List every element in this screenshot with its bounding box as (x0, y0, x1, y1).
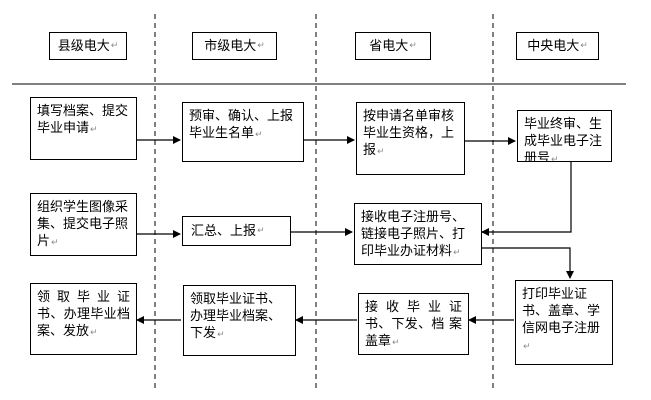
step-central-register: 毕业终审、生成毕业电子注册号↵ (517, 110, 612, 162)
step-city-summary: 汇总、上报↵ (182, 216, 291, 246)
header-county-label: 县级电大 (57, 38, 110, 54)
header-central-label: 中央电大 (527, 38, 580, 54)
header-province-label: 省电大 (369, 38, 409, 54)
step-city-review: 预审、确认、上报毕业生名单↵ (182, 102, 304, 162)
header-county: 县级电大↵ (49, 32, 127, 60)
step-county-receive: 领 取 毕 业 证 书、办理毕业档案、发放↵ (30, 283, 137, 355)
header-city-label: 市级电大 (204, 38, 257, 54)
header-province: 省电大↵ (355, 32, 431, 60)
step-city-receive: 领取毕业证书、办理毕业档案、下发↵ (183, 285, 296, 356)
step-central-print: 打印毕业证书、盖章、学信网电子注册↵ (515, 280, 613, 365)
arrow-central-to-province-receive (481, 162, 572, 236)
step-province-receive-cert: 接 收 毕 业 证 书、下发、档 案盖章↵ (358, 293, 469, 355)
header-central: 中央电大↵ (516, 32, 599, 60)
step-province-review: 按申请名单审核毕业生资格，上报↵ (356, 102, 465, 175)
step-county-apply: 填写档案、提交毕业申请↵ (30, 97, 137, 160)
header-city: 市级电大↵ (192, 32, 277, 60)
step-province-receive-number: 接收电子注册号、链接电子照片、打印毕业办证材料↵ (354, 203, 482, 265)
arrow-province-to-central-print (482, 247, 574, 279)
step-county-photo: 组织学生图像采集、提交电子照片↵ (30, 193, 137, 256)
